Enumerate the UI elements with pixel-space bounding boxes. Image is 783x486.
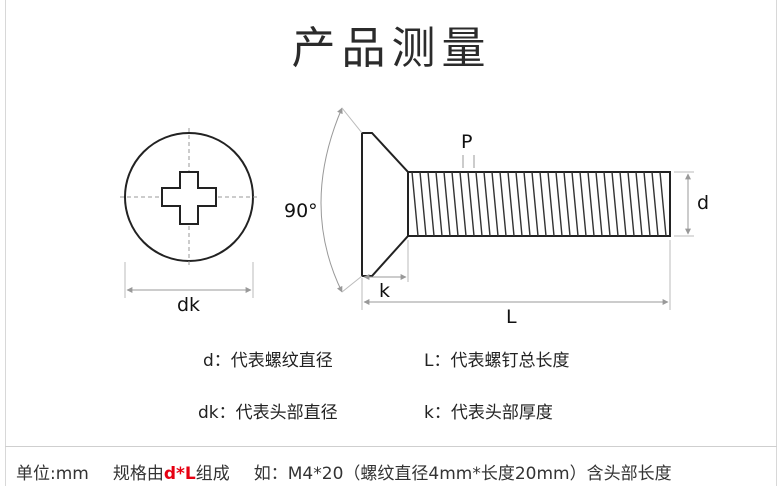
phillips-cross-icon (161, 171, 217, 225)
thread-line (579, 171, 587, 237)
screw-side-view (320, 107, 694, 310)
thread-line (499, 171, 507, 237)
example-text: 如：M4*20（螺纹直径4mm*长度20mm）含头部长度 (253, 464, 672, 484)
thread-line (619, 171, 627, 237)
thread-line (643, 171, 651, 237)
thread-line (515, 171, 523, 237)
thread-line (595, 171, 603, 237)
thread-line (627, 171, 635, 237)
card-frame (5, 0, 777, 486)
spec-highlight: d*L (163, 464, 196, 484)
d-label: d (697, 192, 710, 214)
thread-line (483, 171, 491, 237)
thread-line (435, 171, 443, 237)
thread-line (555, 171, 563, 237)
legend-total-length: L：代表螺钉总长度 (424, 351, 570, 371)
legend-thread-diameter: d：代表螺纹直径 (203, 351, 333, 371)
k-label: k (379, 280, 391, 302)
page-title: 产品测量 (291, 23, 492, 74)
angle-label: 90° (284, 200, 318, 222)
thread-line (475, 171, 483, 237)
footer-note: 单位:mm 规格由d*L组成 如：M4*20（螺纹直径4mm*长度20mm）含头部长… (16, 459, 672, 484)
thread-line (603, 171, 611, 237)
thread-line (539, 171, 547, 237)
pitch-label: P (461, 131, 473, 153)
thread-line (507, 171, 515, 237)
thread-line (547, 171, 555, 237)
unit-text: 单位:mm (16, 464, 89, 484)
thread-line (635, 171, 643, 237)
thread-line (443, 171, 451, 237)
thread-line (563, 171, 571, 237)
thread-line (571, 171, 579, 237)
thread-line (427, 171, 435, 237)
thread-line (531, 171, 539, 237)
angle-arc (320, 107, 343, 293)
thread-line (587, 171, 595, 237)
thread-line (419, 171, 427, 237)
thread-line (659, 171, 667, 237)
spec-prefix: 规格由 (112, 464, 164, 484)
dk-label: dk (177, 294, 201, 316)
head-top-view (120, 128, 258, 298)
thread-line (491, 171, 499, 237)
thread-line (523, 171, 531, 237)
thread-line (459, 171, 467, 237)
spec-suffix: 组成 (195, 464, 230, 484)
thread-line (651, 171, 659, 237)
footer-bar (5, 446, 777, 486)
thread-line (467, 171, 475, 237)
legend-head-diameter: dk：代表头部直径 (198, 403, 338, 423)
thread-line (411, 171, 419, 237)
L-label: L (506, 306, 517, 328)
thread-line (451, 171, 459, 237)
thread-line (611, 171, 619, 237)
legend-head-thickness: k：代表头部厚度 (424, 403, 553, 423)
